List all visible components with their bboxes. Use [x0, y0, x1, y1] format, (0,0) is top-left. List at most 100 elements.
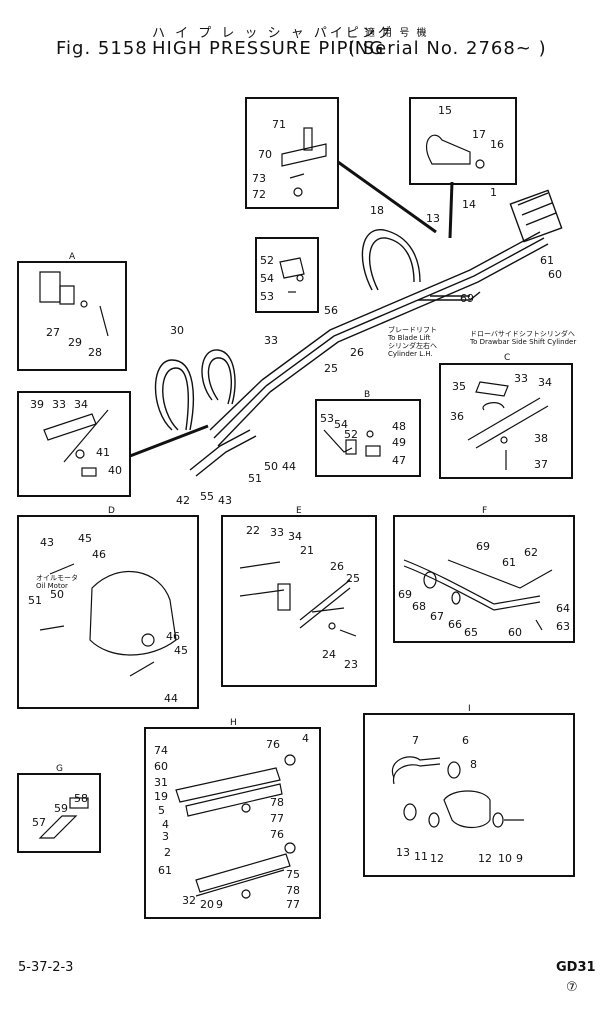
callout: 13 — [396, 846, 410, 859]
callout: 46 — [166, 630, 180, 643]
callout: 19 — [154, 790, 168, 803]
callout: 25 — [346, 572, 360, 585]
detail-frame-d — [17, 515, 199, 709]
callout: 71 — [272, 118, 286, 131]
detail-frame-h — [144, 727, 321, 919]
callout: 60 — [508, 626, 522, 639]
callout: 39 — [30, 398, 44, 411]
callout: 26 — [330, 560, 344, 573]
callout: 4 — [302, 732, 309, 745]
callout: 53 — [320, 412, 334, 425]
callout: 44 — [164, 692, 178, 705]
callout: 50 — [50, 588, 64, 601]
callout: 9 — [216, 898, 223, 911]
callout: 72 — [252, 188, 266, 201]
callout: 52 — [260, 254, 274, 267]
callout: 62 — [524, 546, 538, 559]
callout: 34 — [74, 398, 88, 411]
detail-frame-small — [255, 237, 319, 313]
callout: 69 — [398, 588, 412, 601]
callout: 12 — [478, 852, 492, 865]
note-blade-lift: ブレードリフト To Blade Lift シリンダ左右へ Cylinder L… — [388, 326, 437, 358]
callout: 33 — [264, 334, 278, 347]
callout: 54 — [334, 418, 348, 431]
callout: 11 — [414, 850, 428, 863]
callout: 33 — [270, 526, 284, 539]
callout: 48 — [392, 420, 406, 433]
callout: 2 — [164, 846, 171, 859]
callout: 36 — [450, 410, 464, 423]
callout: 40 — [108, 464, 122, 477]
note-oil-motor: オイルモータ Oil Motor — [36, 574, 78, 590]
callout: 53 — [260, 290, 274, 303]
callout: 33 — [514, 372, 528, 385]
callout: 33 — [52, 398, 66, 411]
callout: 61 — [158, 864, 172, 877]
callout: 73 — [252, 172, 266, 185]
callout: 32 — [182, 894, 196, 907]
callout: 14 — [462, 198, 476, 211]
callout: 69 — [460, 292, 474, 305]
callout: 16 — [490, 138, 504, 151]
section-letter-a: A — [69, 252, 76, 262]
callout: 77 — [270, 812, 284, 825]
callout: 9 — [516, 852, 523, 865]
callout: 24 — [322, 648, 336, 661]
callout: 27 — [46, 326, 60, 339]
callout: 50 — [264, 460, 278, 473]
callout: 12 — [430, 852, 444, 865]
callout: 15 — [438, 104, 452, 117]
callout: 18 — [370, 204, 384, 217]
callout: 69 — [476, 540, 490, 553]
callout: 45 — [78, 532, 92, 545]
callout: 44 — [282, 460, 296, 473]
callout: 13 — [426, 212, 440, 225]
callout: 60 — [548, 268, 562, 281]
detail-frame-i — [363, 713, 575, 877]
callout: 54 — [260, 272, 274, 285]
callout: 42 — [176, 494, 190, 507]
section-letter-g: G — [56, 764, 63, 774]
callout: 4 — [162, 818, 169, 831]
callout: 28 — [88, 346, 102, 359]
japanese-title: ハ イ プ レ ッ シ ャ パイピング — [152, 26, 394, 41]
detail-frame-c — [439, 363, 573, 479]
detail-frame-b — [315, 399, 421, 477]
section-letter-d: D — [108, 506, 115, 516]
callout: 3 — [162, 830, 169, 843]
callout: 43 — [218, 494, 232, 507]
callout: 74 — [154, 744, 168, 757]
callout: 41 — [96, 446, 110, 459]
callout: 10 — [498, 852, 512, 865]
callout: 35 — [452, 380, 466, 393]
callout: 51 — [28, 594, 42, 607]
callout: 56 — [324, 304, 338, 317]
callout: 76 — [270, 828, 284, 841]
callout: 66 — [448, 618, 462, 631]
callout: 52 — [344, 428, 358, 441]
callout: 77 — [286, 898, 300, 911]
callout: 51 — [248, 472, 262, 485]
callout: 8 — [470, 758, 477, 771]
applicable-label: 適 用 号 機 — [365, 28, 429, 39]
callout: 58 — [74, 792, 88, 805]
note-drawbar: ドローバサイドシフトシリンダへ To Drawbar Side Shift Cy… — [470, 330, 577, 346]
section-letter-c: C — [504, 353, 511, 363]
detail-frame-top — [245, 97, 339, 209]
callout: 22 — [246, 524, 260, 537]
section-letter-b: B — [364, 390, 371, 400]
callout: 61 — [540, 254, 554, 267]
callout: 78 — [270, 796, 284, 809]
callout: 49 — [392, 436, 406, 449]
figure-label: Fig. 5158 — [56, 38, 148, 59]
detail-frame-e — [221, 515, 377, 687]
callout: 46 — [92, 548, 106, 561]
detail-frame-right — [409, 97, 517, 185]
callout: 70 — [258, 148, 272, 161]
callout: 34 — [538, 376, 552, 389]
callout: 55 — [200, 490, 214, 503]
callout: 76 — [266, 738, 280, 751]
callout: 6 — [462, 734, 469, 747]
callout: 29 — [68, 336, 82, 349]
